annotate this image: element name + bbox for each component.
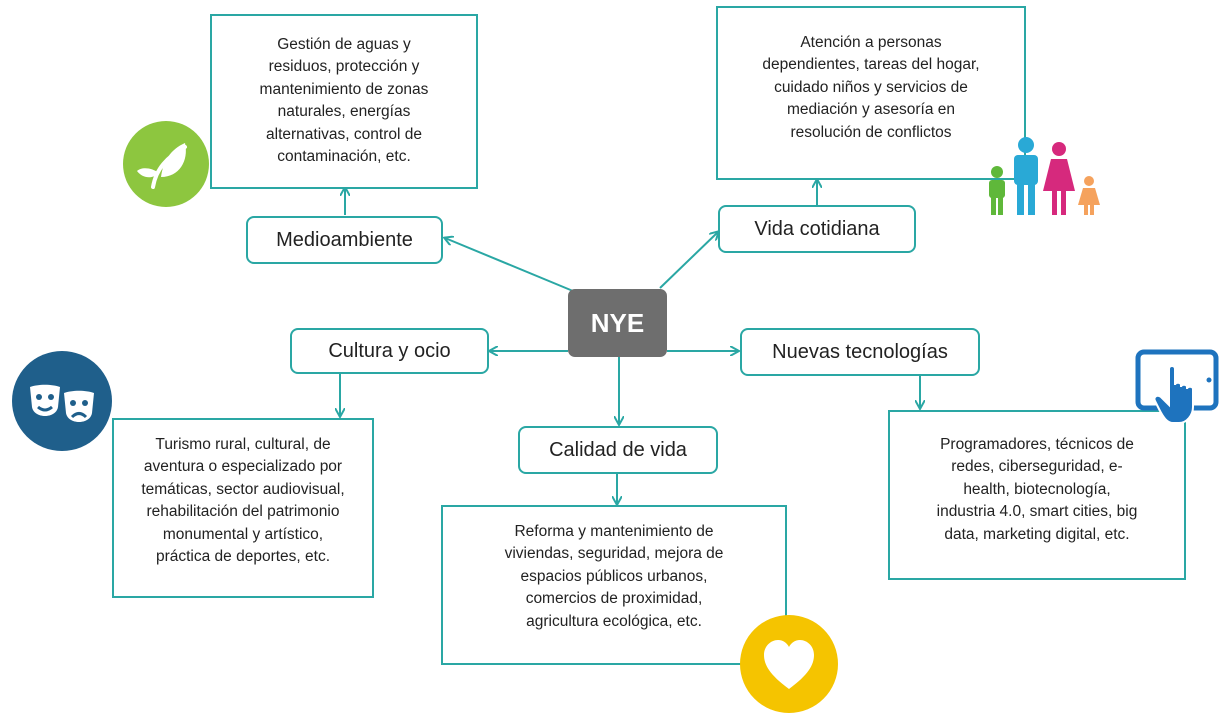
leaf-icon bbox=[123, 121, 209, 207]
box-line: monumental y artístico, bbox=[162, 525, 324, 543]
box-line: resolución de conflictos bbox=[790, 123, 952, 141]
box-line: cuidado niños y servicios de bbox=[774, 78, 968, 96]
box-line: redes, ciberseguridad, e- bbox=[951, 458, 1123, 476]
box-line: health, biotecnología, bbox=[963, 480, 1111, 498]
box-line: dependientes, tareas del hogar, bbox=[762, 56, 980, 74]
box-line: mantenimiento de zonas bbox=[259, 80, 429, 98]
vida-cotidiana-label: Vida cotidiana bbox=[718, 205, 916, 253]
family-icon bbox=[989, 137, 1100, 215]
box-line: naturales, energías bbox=[277, 103, 411, 121]
center-node: NYE bbox=[568, 289, 667, 357]
box-line: Atención a personas bbox=[800, 34, 942, 51]
box-line: práctica de deportes, etc. bbox=[155, 548, 331, 566]
vida-cotidiana-box: Atención a personas dependientes, tareas… bbox=[716, 6, 1026, 180]
nuevas-tecnologias-label: Nuevas tecnologías bbox=[740, 328, 980, 376]
box-line: aventura o especializado por bbox=[143, 458, 343, 476]
box-line: Programadores, técnicos de bbox=[940, 436, 1134, 453]
tablet-touch-icon bbox=[1135, 349, 1219, 424]
box-line: data, marketing digital, etc. bbox=[944, 525, 1130, 543]
box-line: Turismo rural, cultural, de bbox=[155, 436, 331, 453]
calidad-vida-label: Calidad de vida bbox=[518, 426, 718, 474]
box-line: industria 4.0, smart cities, big bbox=[936, 503, 1138, 521]
box-line: mediación y asesoría en bbox=[786, 101, 955, 119]
theater-masks-icon bbox=[12, 351, 112, 451]
box-line: alternativas, control de bbox=[266, 125, 422, 143]
box-line: espacios públicos urbanos, bbox=[520, 567, 708, 585]
arrow-to-vida-cotidiana bbox=[659, 232, 718, 289]
medioambiente-box: Gestión de aguas y residuos, protección … bbox=[210, 14, 478, 189]
box-line: rehabilitación del patrimonio bbox=[146, 503, 340, 521]
heart-icon bbox=[740, 615, 838, 713]
box-line: residuos, protección y bbox=[268, 58, 420, 76]
calidad-vida-box: Reforma y mantenimiento de viviendas, se… bbox=[441, 505, 787, 665]
nuevas-tecnologias-box: Programadores, técnicos de redes, cibers… bbox=[888, 410, 1186, 580]
cultura-ocio-label: Cultura y ocio bbox=[290, 328, 489, 374]
box-line: contaminación, etc. bbox=[277, 148, 411, 166]
box-line: comercios de proximidad, bbox=[525, 590, 703, 608]
box-line: temáticas, sector audiovisual, bbox=[141, 480, 345, 498]
box-line: Gestión de aguas y bbox=[277, 36, 411, 53]
medioambiente-label: Medioambiente bbox=[246, 216, 443, 264]
box-line: agricultura ecológica, etc. bbox=[526, 612, 702, 630]
box-line: viviendas, seguridad, mejora de bbox=[504, 545, 724, 563]
box-line: Reforma y mantenimiento de bbox=[514, 523, 714, 540]
cultura-ocio-box: Turismo rural, cultural, de aventura o e… bbox=[112, 418, 374, 598]
arrow-to-medioambiente bbox=[445, 238, 574, 292]
